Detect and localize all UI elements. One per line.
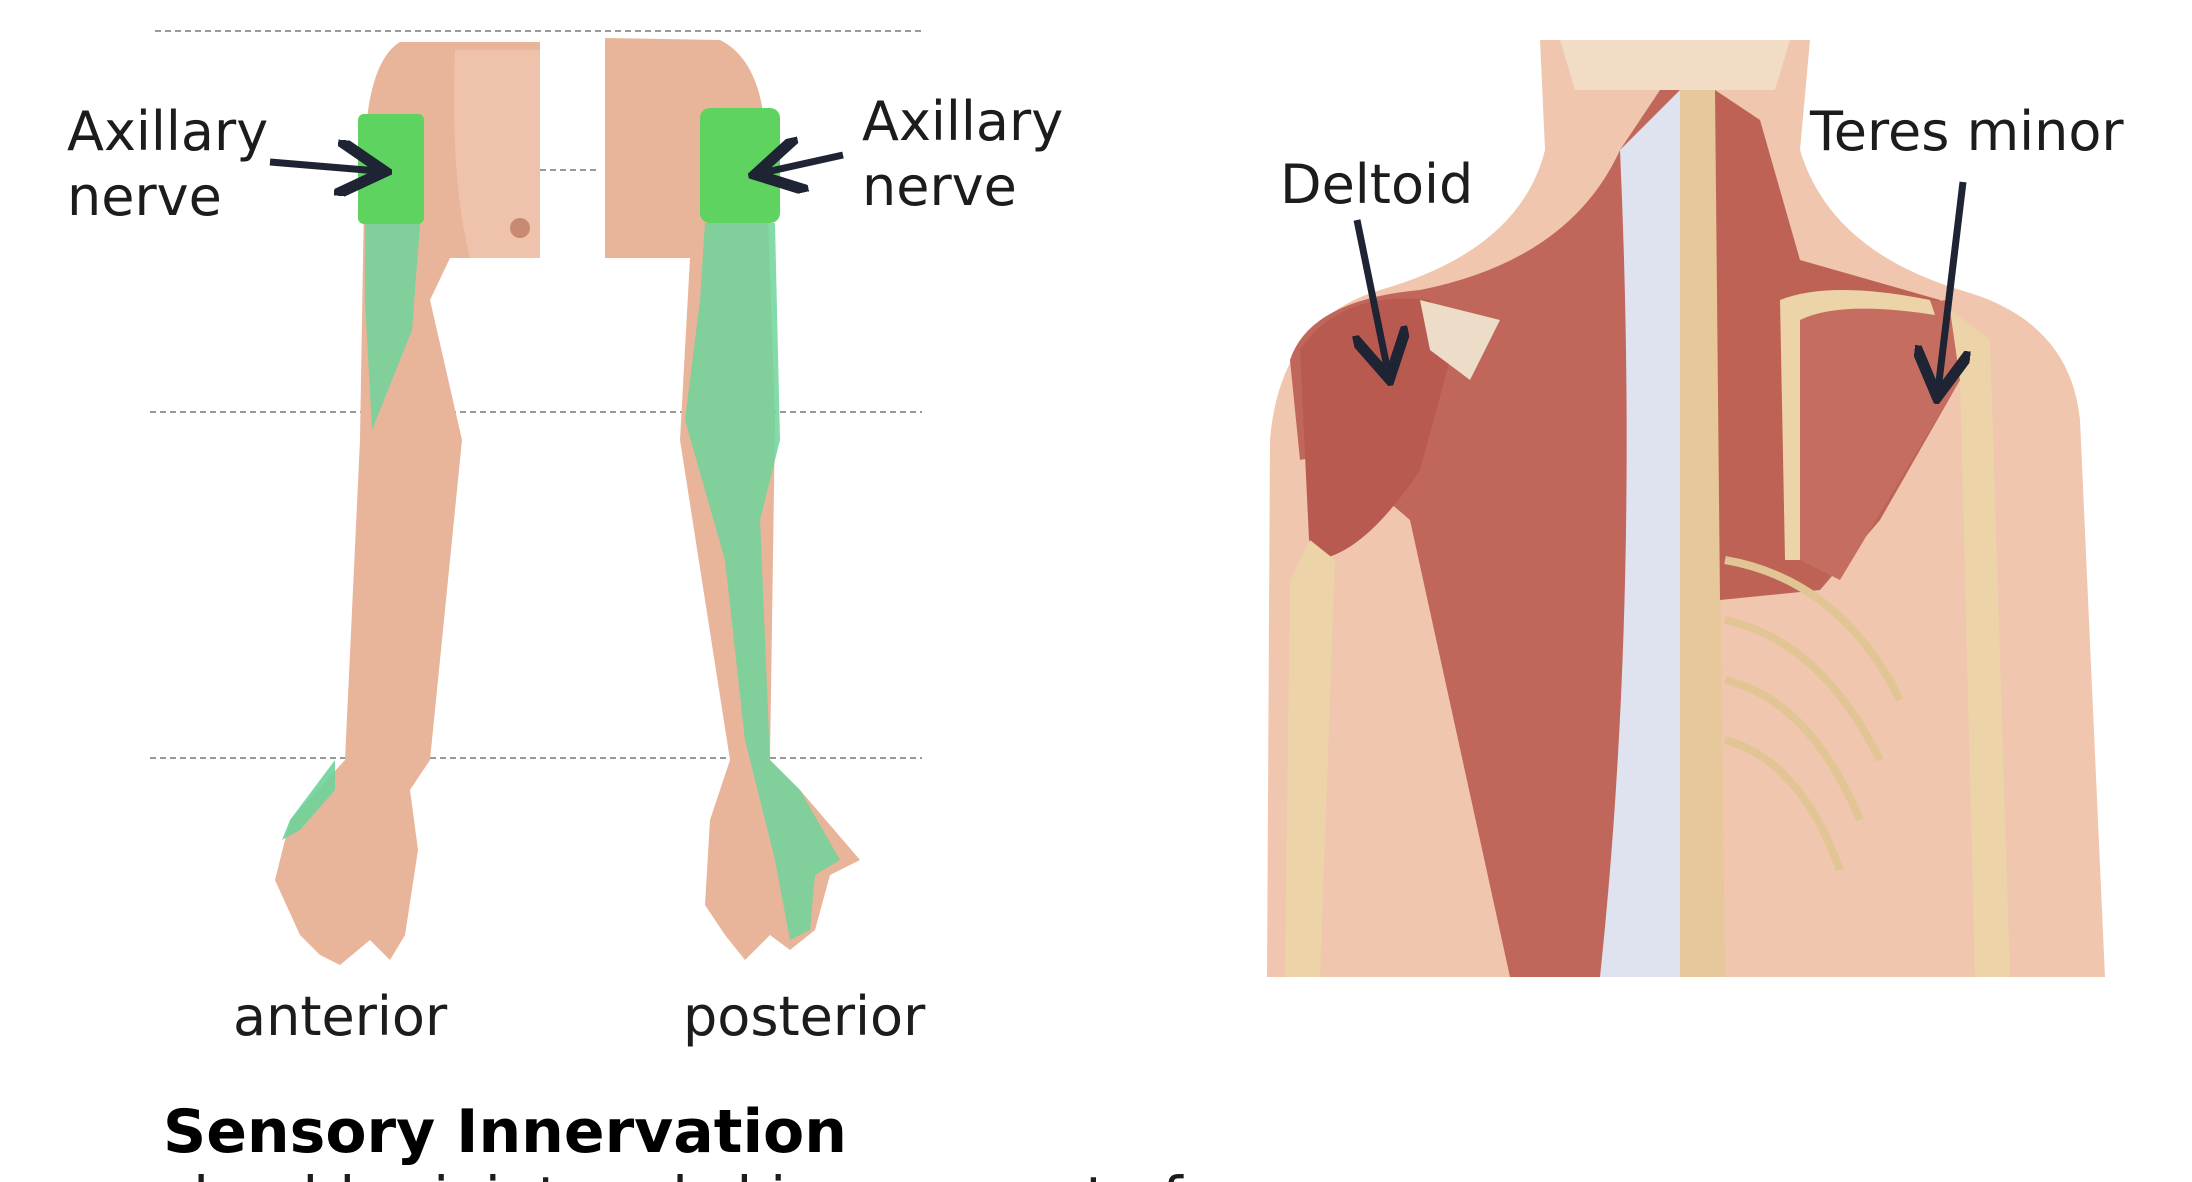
- arrow-icon: [1938, 181, 1963, 390]
- arrow-icon: [269, 162, 378, 171]
- label-axillary-nerve-left-2: nerve: [67, 165, 222, 228]
- posterior-arm-illustration: [605, 38, 860, 960]
- anterior-arm-illustration: [275, 42, 540, 965]
- arrow-icon: [1357, 219, 1388, 372]
- label-axillary-nerve-left: Axillary: [67, 100, 268, 163]
- back-muscles-illustration: [1267, 40, 2105, 977]
- section-heading: Sensory Innervation: [163, 1097, 847, 1167]
- caption-anterior: anterior: [233, 985, 448, 1048]
- label-axillary-nerve-right: Axillary: [862, 90, 1063, 153]
- label-deltoid: Deltoid: [1280, 153, 1473, 216]
- label-teres-minor: Teres minor: [1809, 100, 2124, 163]
- caption-posterior: posterior: [683, 985, 926, 1048]
- deltoid-muscle: [1300, 298, 1450, 560]
- axillary-area-posterior: [700, 108, 780, 223]
- arrow-icon: [762, 155, 844, 173]
- label-axillary-nerve-right-2: nerve: [862, 155, 1017, 218]
- section-body-partial: shoulder joint and skin over part of: [163, 1164, 1184, 1182]
